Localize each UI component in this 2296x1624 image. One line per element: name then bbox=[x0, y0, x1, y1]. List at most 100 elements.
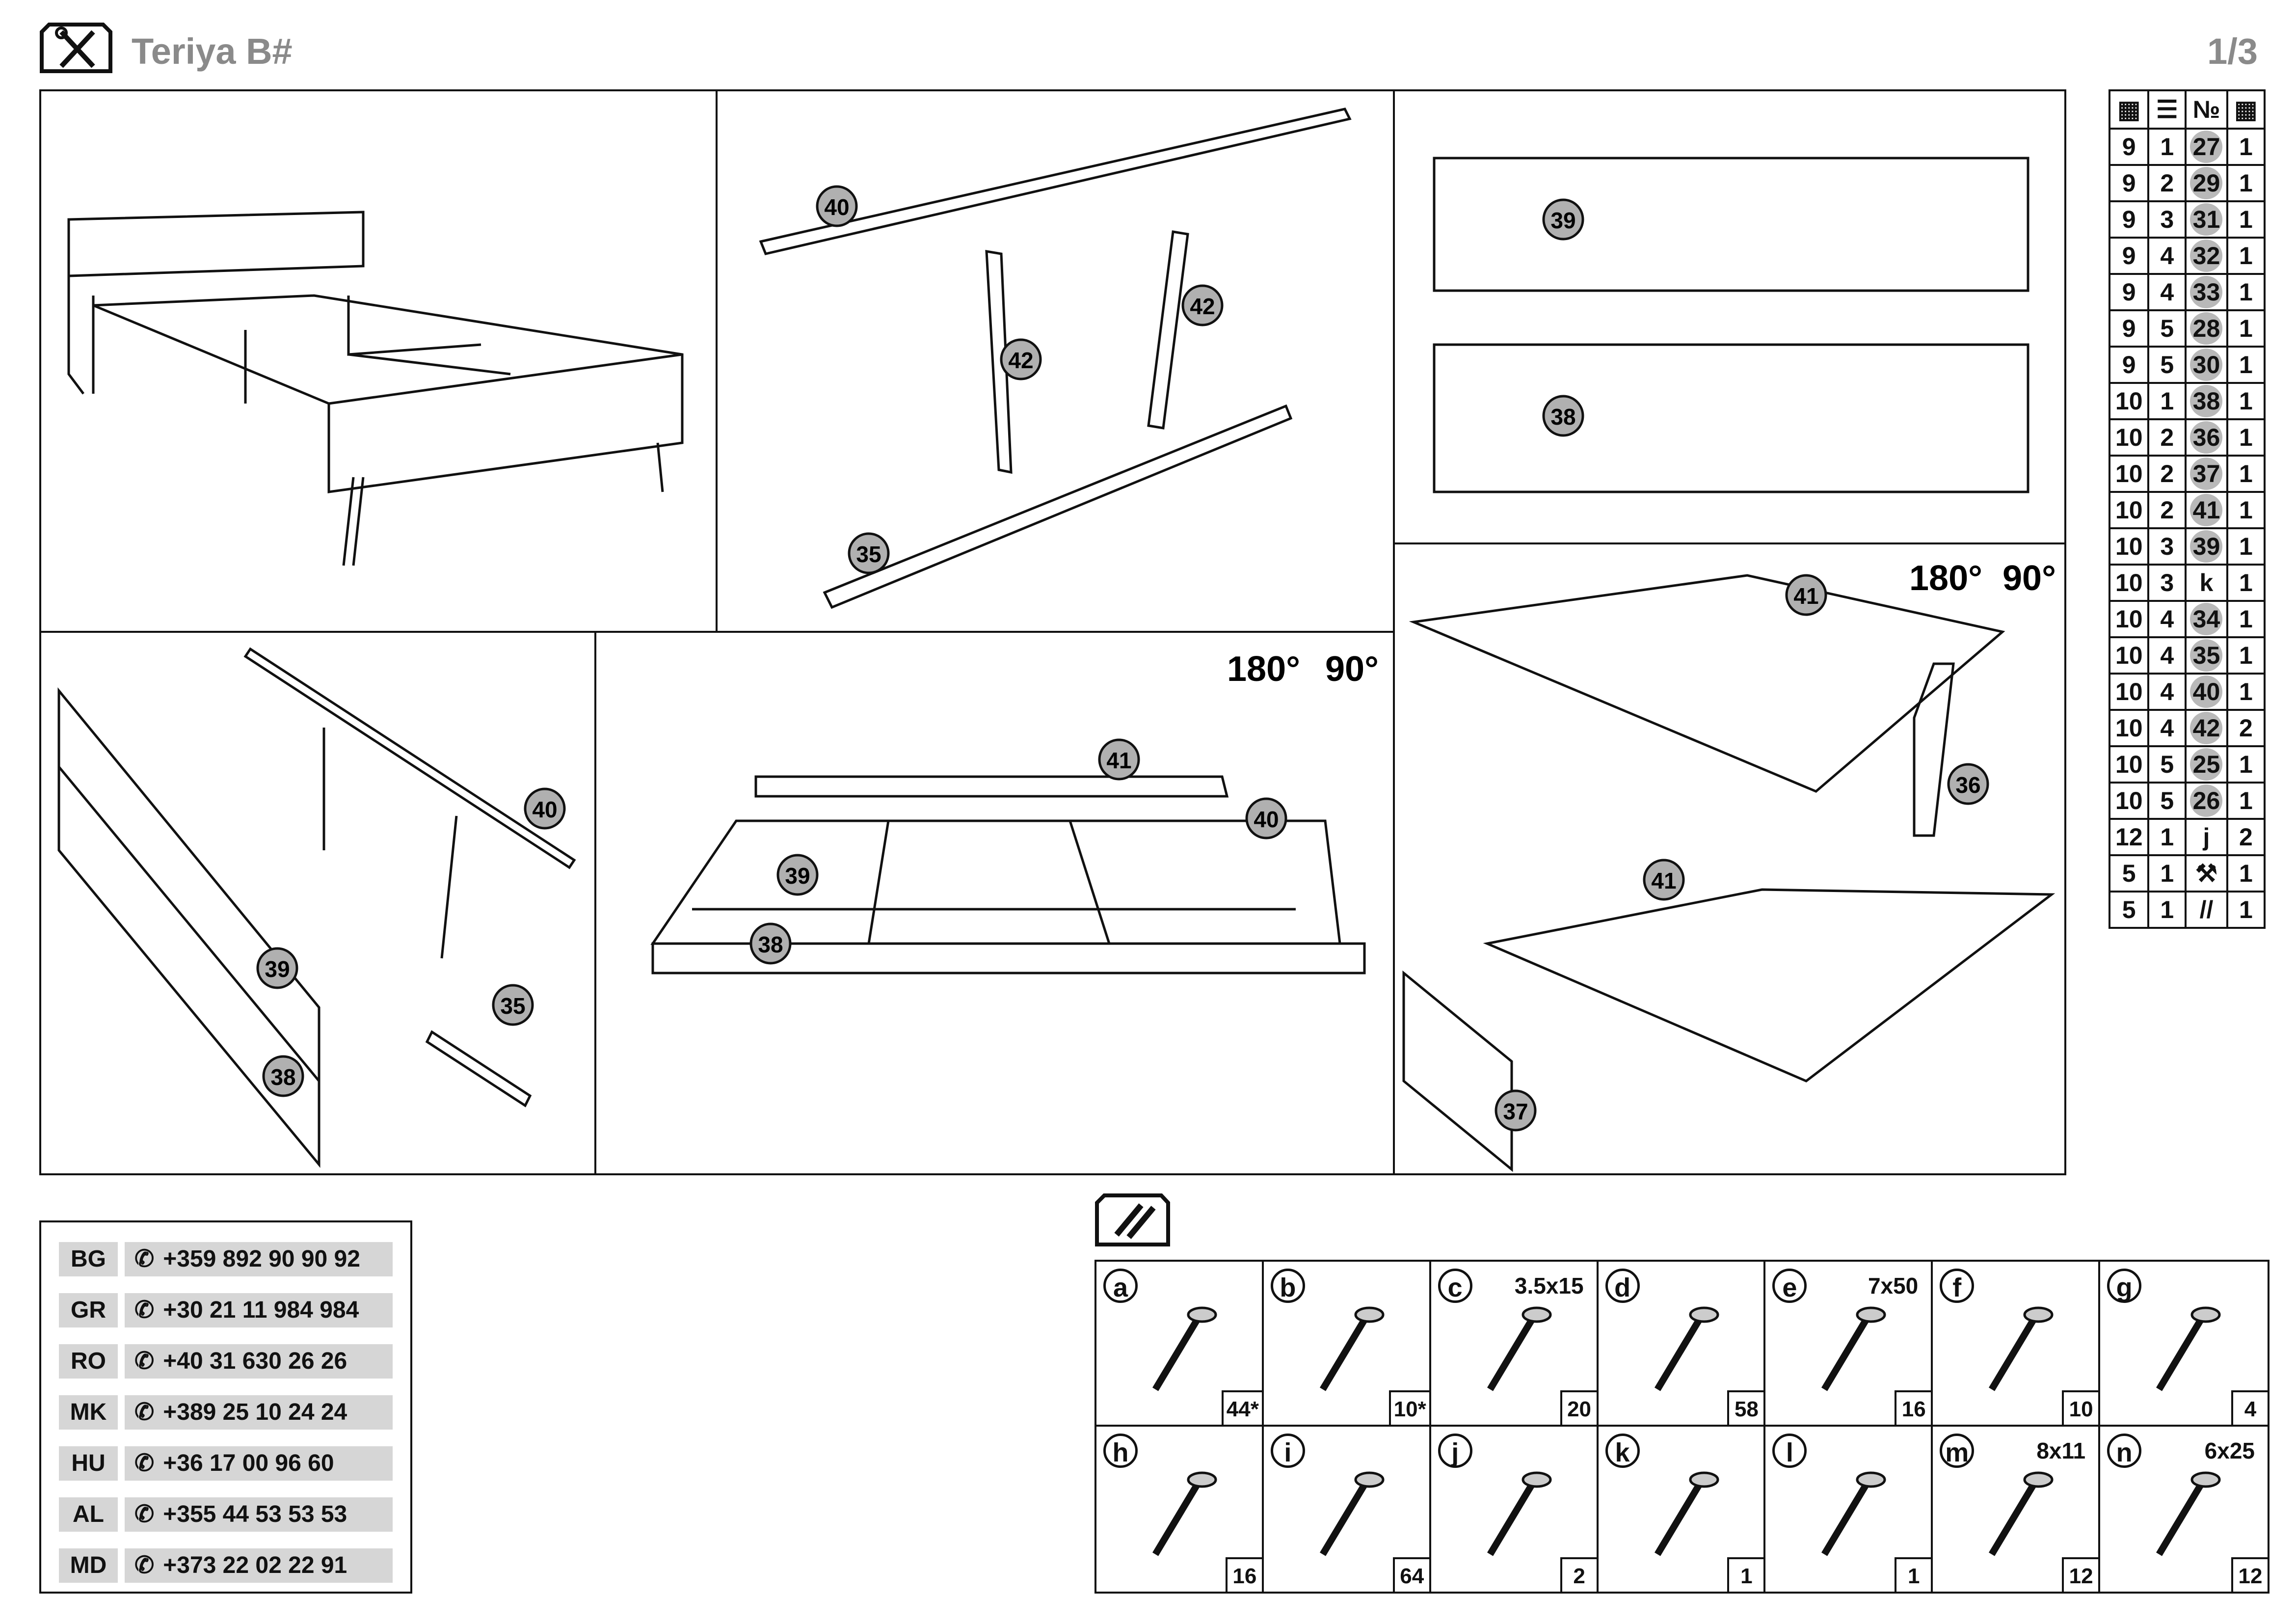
svg-text:42: 42 bbox=[1190, 294, 1215, 319]
parts-cell-num: 31 bbox=[2185, 200, 2228, 239]
parts-cell-num: 40 bbox=[2185, 673, 2228, 711]
part-label-35-p4: 35 bbox=[492, 984, 534, 1026]
part-number: 36 bbox=[2190, 421, 2223, 454]
svg-text:41: 41 bbox=[1106, 748, 1131, 773]
phone-number-box: ✆+36 17 00 96 60 bbox=[125, 1446, 393, 1481]
hardware-quantity: 1 bbox=[1895, 1557, 1931, 1592]
parts-cell-qty_pkg: 1 bbox=[2147, 382, 2187, 420]
part-number: 25 bbox=[2190, 748, 2223, 781]
parts-cell-qty_pkg: 5 bbox=[2147, 745, 2187, 784]
part-label-39-p5: 39 bbox=[776, 854, 819, 896]
parts-cell-num: 42 bbox=[2185, 709, 2228, 747]
hardware-quantity: 16 bbox=[1895, 1390, 1931, 1425]
hardware-b-icon bbox=[1319, 1306, 1385, 1391]
grid-icon: ▦ bbox=[2226, 89, 2266, 130]
hardware-letter: j bbox=[1438, 1434, 1472, 1468]
parts-cell-box: 5 bbox=[2108, 854, 2150, 893]
parts-cell-count: 1 bbox=[2226, 237, 2266, 275]
parts-cell-box: 10 bbox=[2108, 745, 2150, 784]
parts-cell-num: 33 bbox=[2185, 273, 2228, 311]
parts-cell-box: 9 bbox=[2108, 273, 2150, 311]
phone-number-box: ✆ +359 892 90 90 92 bbox=[125, 1242, 393, 1276]
part-label-36: 36 bbox=[1947, 763, 1989, 805]
parts-cell-qty_pkg: 4 bbox=[2147, 673, 2187, 711]
hardware-l-icon bbox=[1821, 1471, 1886, 1556]
parts-cell-count: 1 bbox=[2226, 382, 2266, 420]
svg-text:40: 40 bbox=[1254, 807, 1279, 832]
part-label-38-p5: 38 bbox=[749, 922, 792, 965]
rotation-180: 180° bbox=[1227, 650, 1300, 689]
parts-cell-qty_pkg: 2 bbox=[2147, 418, 2187, 457]
svg-text:38: 38 bbox=[270, 1064, 295, 1090]
svg-text:38: 38 bbox=[758, 932, 783, 957]
fittings-icon bbox=[1095, 1193, 1170, 1246]
parts-cell-num: 28 bbox=[2185, 309, 2228, 348]
parts-cell-qty_pkg: 3 bbox=[2147, 564, 2187, 602]
parts-cell-box: 10 bbox=[2108, 782, 2150, 820]
hardware-j-icon bbox=[1487, 1471, 1552, 1556]
parts-cell-box: 10 bbox=[2108, 709, 2150, 747]
box-icon: ▦ bbox=[2108, 89, 2150, 130]
part-number: 38 bbox=[2190, 385, 2223, 417]
hardware-letter: g bbox=[2107, 1269, 2142, 1303]
phone-icon: ✆ bbox=[134, 1246, 155, 1272]
part-label-38-p4: 38 bbox=[262, 1055, 304, 1097]
hardware-letter: i bbox=[1270, 1434, 1305, 1468]
svg-text:42: 42 bbox=[1008, 348, 1033, 373]
part-number: 37 bbox=[2190, 458, 2223, 490]
parts-cell-num: 35 bbox=[2185, 636, 2228, 675]
parts-cell-qty_pkg: 1 bbox=[2147, 854, 2187, 893]
hardware-m-icon bbox=[1989, 1471, 2054, 1556]
phone-number-box: ✆+30 21 11 984 984 bbox=[125, 1293, 393, 1327]
parts-cell-box: 9 bbox=[2108, 128, 2150, 166]
part-label-39: 39 bbox=[1542, 198, 1584, 241]
parts-cell-count: 1 bbox=[2226, 782, 2266, 820]
parts-cell-qty_pkg: 3 bbox=[2147, 200, 2187, 239]
part-label-37: 37 bbox=[1495, 1089, 1537, 1132]
parts-cell-count: 2 bbox=[2226, 709, 2266, 747]
hardware-f-icon bbox=[1989, 1306, 2054, 1391]
fittings-icon: // bbox=[2185, 891, 2228, 929]
hardware-quantity: 10* bbox=[1388, 1390, 1429, 1425]
part-label-41-p6b: 41 bbox=[1643, 859, 1685, 901]
parts-cell-box: 10 bbox=[2108, 600, 2150, 638]
parts-cell-qty_pkg: 1 bbox=[2147, 128, 2187, 166]
part-label-41-p6a: 41 bbox=[1785, 574, 1827, 616]
parts-cell-num: 38 bbox=[2185, 382, 2228, 420]
rotation-90-p6: 90° bbox=[2002, 559, 2056, 598]
parts-cell-num: 29 bbox=[2185, 164, 2228, 202]
parts-cell-qty_pkg: 4 bbox=[2147, 709, 2187, 747]
svg-text:39: 39 bbox=[785, 863, 810, 889]
hardware-letter: a bbox=[1103, 1269, 1138, 1303]
phone-number: +359 892 90 90 92 bbox=[163, 1246, 360, 1272]
parts-cell-qty_pkg: 5 bbox=[2147, 309, 2187, 348]
hardware-letter: f bbox=[1940, 1269, 1975, 1303]
parts-cell-count: 1 bbox=[2226, 309, 2266, 348]
country-code: BG bbox=[59, 1242, 118, 1276]
hardware-letter: e bbox=[1772, 1269, 1807, 1303]
parts-cell-num: 39 bbox=[2185, 527, 2228, 566]
phone-number-box: ✆+40 31 630 26 26 bbox=[125, 1344, 393, 1379]
parts-cell-box: 9 bbox=[2108, 200, 2150, 239]
parts-cell-count: 1 bbox=[2226, 527, 2266, 566]
page-title: Teriya B# bbox=[132, 31, 293, 72]
hardware-quantity: 12 bbox=[2231, 1557, 2268, 1592]
part-label-40: 40 bbox=[816, 185, 858, 227]
parts-cell-count: 1 bbox=[2226, 600, 2266, 638]
hardware-quantity: 44* bbox=[1221, 1390, 1262, 1425]
parts-cell-count: 1 bbox=[2226, 854, 2266, 893]
svg-text:40: 40 bbox=[824, 194, 849, 220]
parts-cell-box: 10 bbox=[2108, 564, 2150, 602]
